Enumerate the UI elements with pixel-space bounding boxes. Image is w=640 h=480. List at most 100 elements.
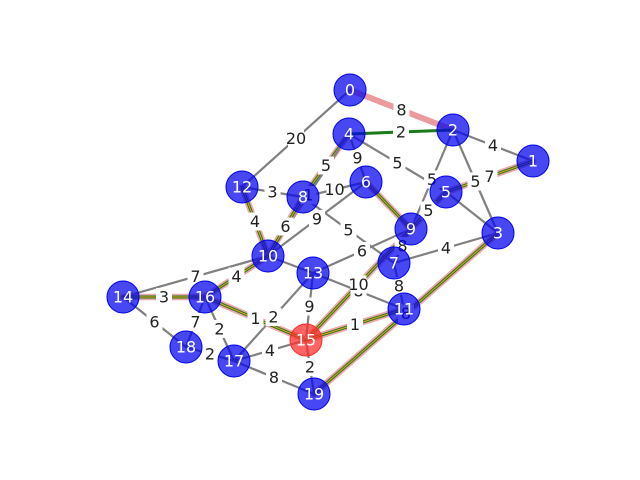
- edge-weight-text: 10: [324, 180, 344, 199]
- edge-weight-8-6: 10: [324, 180, 344, 199]
- node-circle: [387, 292, 421, 326]
- node-circle: [169, 330, 203, 364]
- edge-weight-text: 5: [343, 221, 353, 240]
- node-circle: [296, 256, 330, 290]
- edge-weight-bg: [391, 277, 407, 295]
- node-2: 2: [436, 113, 470, 147]
- edge-weight-bg: [247, 212, 263, 231]
- edge-weight-text: 3: [159, 288, 169, 307]
- edge-weight-bg: [438, 239, 454, 257]
- edge-weight-0-12: 20: [286, 129, 306, 148]
- node-circle: [394, 212, 428, 246]
- node-8: 8: [286, 180, 320, 214]
- edge-weight-bg: [187, 313, 204, 331]
- edge-weight-bg: [393, 101, 410, 119]
- node-4: 4: [332, 117, 366, 151]
- edge-weight-9-13: 6: [354, 242, 370, 261]
- edge-weight-4-8: 5: [318, 156, 334, 175]
- node-5: 5: [429, 175, 463, 209]
- node-circle: [436, 113, 470, 147]
- node-label: 16: [195, 288, 215, 307]
- edge-weight-text: 5: [423, 201, 433, 220]
- edge-weight-bg: [485, 136, 501, 155]
- edge-weight-text: 8: [397, 237, 407, 256]
- node-circle: [516, 144, 550, 178]
- node-label: 13: [303, 264, 323, 283]
- edge-weight-text: 6: [357, 242, 367, 261]
- edge-weight-text: 1: [350, 315, 360, 334]
- edge-weight-bg: [288, 129, 304, 148]
- edge-weight-bg: [264, 183, 281, 201]
- edge-weight-11-15: 1: [347, 315, 363, 334]
- edge-weight-text: 9: [304, 297, 314, 316]
- edge-weight-bg: [301, 297, 318, 316]
- edge-weight-text: 8: [396, 101, 406, 120]
- edge-weight-text: 8: [269, 368, 279, 387]
- node-label: 14: [113, 288, 133, 307]
- edge-weight-text: 6: [280, 217, 290, 236]
- edge-weight-7-3: 4: [438, 239, 454, 258]
- node-label: 0: [345, 81, 355, 100]
- edge-weight-10-6: 9: [309, 210, 325, 229]
- node-circle: [349, 165, 383, 199]
- node-circle: [481, 216, 515, 250]
- node-0: 0: [333, 73, 367, 107]
- edge-weight-17-19: 8: [266, 368, 282, 387]
- edge-weight-text: 5: [321, 156, 331, 175]
- edge-weight-18-17: 2: [202, 345, 218, 364]
- edge-weight-text: 9: [312, 210, 322, 229]
- edge-weight-text: 10: [348, 275, 368, 294]
- edge-weight-bg: [389, 154, 406, 172]
- edge-weight-bg: [247, 309, 264, 328]
- edge-weight-4-6: 9: [349, 149, 366, 168]
- edge-weight-15-19: 2: [302, 358, 318, 377]
- edge-weight-12-8: 3: [264, 183, 281, 202]
- edge-weight-5-9: 5: [420, 201, 437, 220]
- edge-weight-bg: [266, 368, 282, 387]
- edge-weight-bg: [350, 275, 367, 294]
- node-9: 9: [394, 212, 428, 246]
- edge-weight-7-11: 8: [391, 277, 407, 296]
- node-12: 12: [225, 170, 259, 204]
- edge-weight-2-3: 5: [467, 172, 484, 191]
- edge-weight-2-1: 4: [485, 136, 501, 155]
- edge-weight-bg: [481, 167, 498, 186]
- node-label: 6: [361, 173, 371, 192]
- node-circle: [297, 377, 331, 411]
- edge-weight-12-10: 4: [247, 212, 263, 231]
- node-label: 8: [298, 188, 308, 207]
- node-11: 11: [387, 292, 421, 326]
- edge-weight-text: 3: [267, 183, 277, 202]
- edge-weight-14-18: 6: [146, 313, 163, 332]
- node-14: 14: [106, 280, 140, 314]
- edge-weight-bg: [354, 242, 370, 260]
- node-label: 12: [232, 178, 252, 197]
- edge-weight-bg: [302, 358, 318, 376]
- node-17: 17: [217, 344, 251, 378]
- node-label: 3: [493, 224, 503, 243]
- node-label: 1: [528, 152, 538, 171]
- edge-weight-bg: [262, 341, 278, 360]
- edge-weight-bg: [347, 315, 363, 334]
- edge-weight-text: 6: [149, 313, 159, 332]
- edge-weight-bg: [393, 123, 409, 141]
- edge-weight-17-15: 4: [262, 341, 278, 360]
- node-circle: [217, 344, 251, 378]
- node-label: 17: [224, 352, 244, 371]
- edge-weight-text: 2: [214, 320, 224, 339]
- edge-weight-text: 20: [286, 129, 306, 148]
- node-label: 5: [441, 183, 451, 202]
- node-13: 13: [296, 256, 330, 290]
- node-circle: [225, 170, 259, 204]
- edge-weight-bg: [340, 221, 357, 239]
- edge-labels-layer: 8245575205193106549568488874367129210428…: [146, 101, 501, 387]
- edge-weight-4-5: 5: [389, 154, 406, 173]
- node-19: 19: [297, 377, 331, 411]
- edge-weight-text: 5: [470, 172, 480, 191]
- node-circle: [188, 280, 222, 314]
- edge-weight-text: 2: [268, 308, 278, 327]
- node-10: 10: [251, 239, 285, 273]
